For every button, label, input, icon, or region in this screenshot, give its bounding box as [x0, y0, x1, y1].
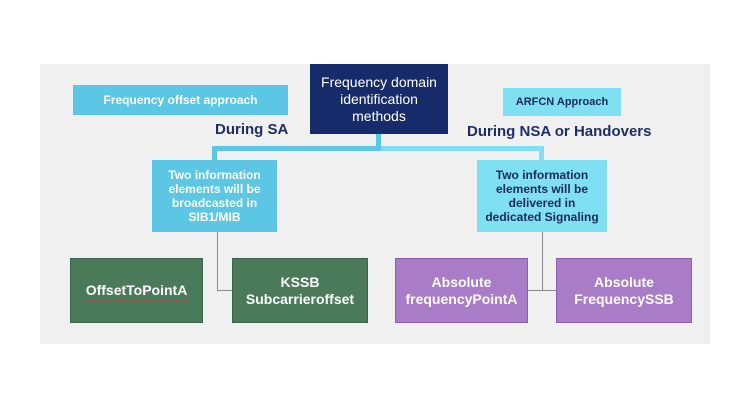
leaf-offset-to-point-a-label: OffsetToPointA [85, 282, 188, 298]
frequency-offset-tag: Frequency offset approach [73, 85, 288, 115]
connector-left-down [212, 146, 217, 162]
leaf-absolute-frequency-point-a-label: Absolute frequencyPointA [405, 273, 518, 307]
connector-left-horizontal [212, 146, 381, 151]
info-node-right-label: Two information elements will be deliver… [485, 168, 599, 224]
connector-right-down [539, 146, 544, 162]
leaf-absolute-frequency-point-a: Absolute frequencyPointA [395, 258, 528, 323]
leaf-absolute-frequency-ssb-label: Absolute FrequencySSB [574, 273, 674, 307]
leaf-kssb-subcarrier-offset: KSSB Subcarrieroffset [232, 258, 368, 323]
frequency-offset-tag-label: Frequency offset approach [103, 93, 258, 107]
arfcn-tag-label: ARFCN Approach [515, 96, 609, 108]
connector-right-stem [542, 232, 543, 290]
info-node-left-label: Two information elements will be broadca… [168, 168, 261, 224]
connector-right-horizontal [381, 146, 543, 151]
during-sa-heading: During SA [215, 121, 289, 138]
connector-root-down [376, 134, 381, 148]
during-nsa-heading: During NSA or Handovers [467, 123, 652, 140]
connector-right-to-leaf-4 [528, 290, 556, 291]
leaf-offset-to-point-a: OffsetToPointA [70, 258, 203, 323]
leaf-kssb-subcarrier-offset-label: KSSB Subcarrieroffset [245, 273, 355, 307]
info-node-right: Two information elements will be deliver… [477, 160, 607, 232]
root-node: Frequency domain identification methods [310, 64, 448, 134]
leaf-absolute-frequency-ssb: Absolute FrequencySSB [556, 258, 692, 323]
connector-left-to-leaf-2 [217, 290, 232, 291]
info-node-left: Two information elements will be broadca… [152, 160, 277, 232]
connector-left-stem [217, 232, 218, 290]
root-label: Frequency domain identification methods [321, 73, 437, 124]
arfcn-tag: ARFCN Approach [503, 88, 621, 116]
